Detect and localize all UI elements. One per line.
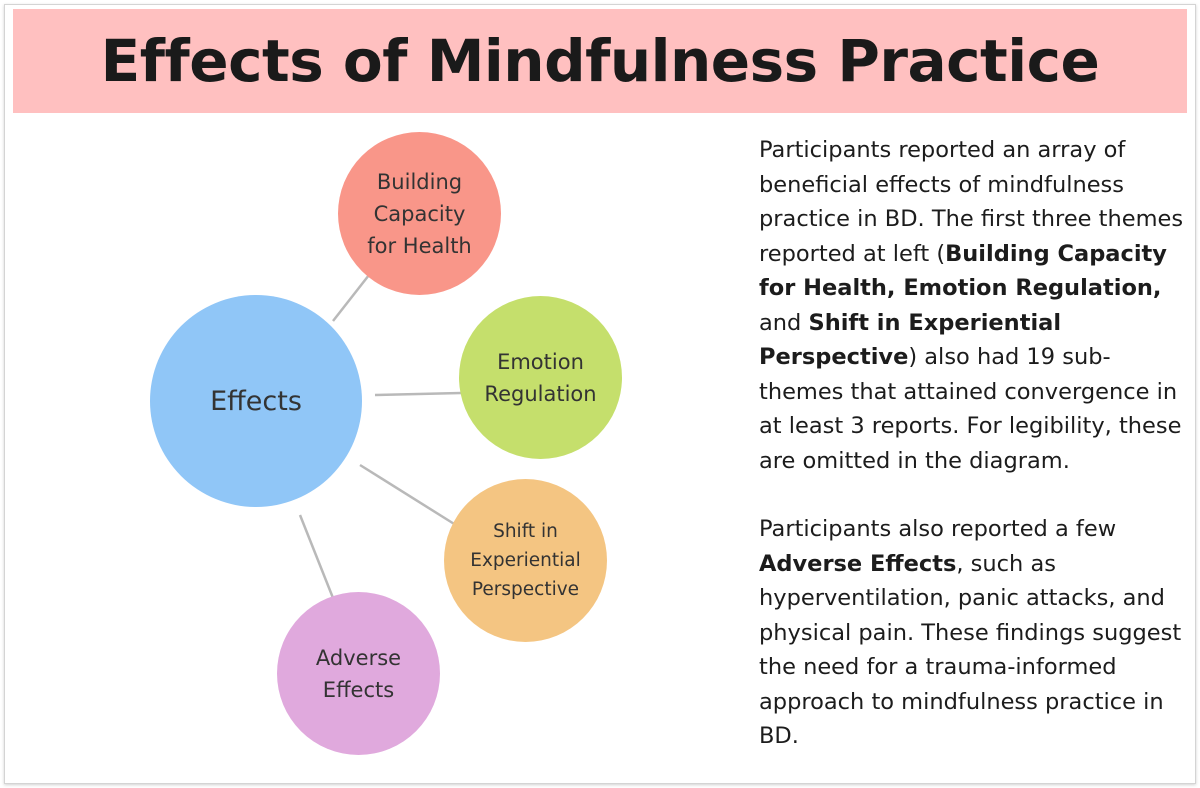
connector-shift-perspective xyxy=(359,463,460,529)
node-emotion-regulation: Emotion Regulation xyxy=(459,296,622,459)
node-adverse-effects: Adverse Effects xyxy=(277,592,440,755)
node-adverse-effects-label: Adverse Effects xyxy=(315,645,402,702)
page-title: Effects of Mindfulness Practice xyxy=(100,27,1100,95)
node-shift-perspective: Shift in Experiential Perspective xyxy=(444,479,607,642)
p2-intro: Participants also reported a few xyxy=(759,516,1117,542)
paragraph-beneficial-effects: Participants reported an array of benefi… xyxy=(759,133,1191,478)
effects-diagram: Effects Building Capacity for Health Emo… xyxy=(5,5,765,783)
connector-building-capacity xyxy=(332,274,370,322)
p2-bold-adverse: Adverse Effects xyxy=(759,550,957,577)
paragraph-adverse-effects: Participants also reported a few Adverse… xyxy=(759,512,1191,754)
p2-rest: , such as hyperventilation, panic attack… xyxy=(759,550,1182,750)
p1-bold-shift: Shift in Experiential Perspective xyxy=(759,309,1062,371)
connector-lines xyxy=(298,274,462,604)
node-building-capacity-label: Building Capacity for Health xyxy=(367,169,472,258)
p1-bold-themes: Building Capacity for Health, Emotion Re… xyxy=(759,240,1167,302)
title-banner: Effects of Mindfulness Practice xyxy=(13,9,1187,113)
node-effects-label: Effects xyxy=(210,385,302,417)
node-building-capacity: Building Capacity for Health xyxy=(338,132,501,295)
connector-adverse-effects xyxy=(298,514,337,604)
node-effects: Effects xyxy=(150,295,362,507)
node-emotion-regulation-label: Emotion Regulation xyxy=(484,349,597,406)
p1-and: and xyxy=(759,309,809,336)
slide: Effects of Mindfulness Practice Effects … xyxy=(4,4,1196,784)
connector-emotion-regulation xyxy=(374,391,462,397)
p1-rest: ) also had 19 sub-themes that attained c… xyxy=(759,344,1182,474)
node-shift-perspective-label: Shift in Experiential Perspective xyxy=(470,521,581,600)
p1-intro: Participants reported an array of benefi… xyxy=(759,137,1184,267)
description-text: Participants reported an array of benefi… xyxy=(759,133,1191,754)
